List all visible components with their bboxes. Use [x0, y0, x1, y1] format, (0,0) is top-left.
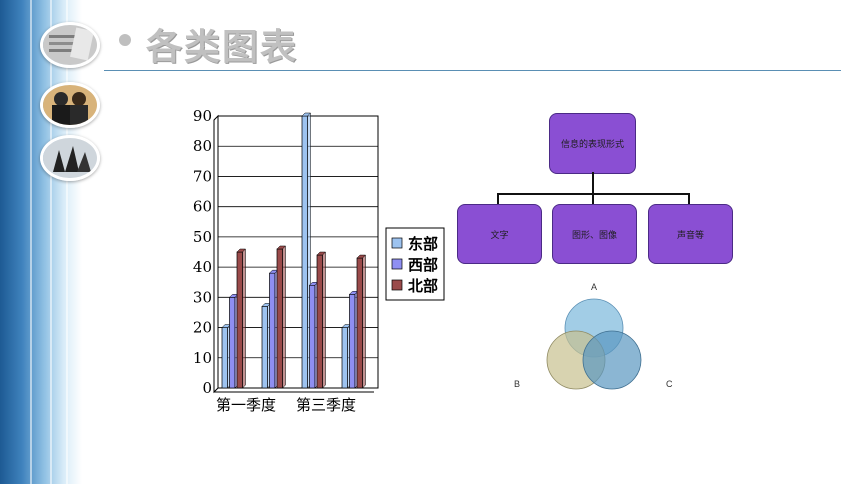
org-connector — [592, 193, 594, 205]
silhouettes-photo-icon — [40, 135, 100, 181]
bar — [349, 293, 356, 389]
bar-top — [301, 112, 312, 117]
legend-label: 西部 — [408, 256, 438, 274]
y-tick-label: 50 — [193, 228, 212, 246]
org-connector — [497, 193, 499, 205]
venn-diagram: A B C — [514, 282, 673, 390]
axis-wall — [213, 114, 219, 394]
band-stripe — [50, 0, 52, 484]
y-tick-label: 70 — [193, 167, 212, 185]
bar-side — [322, 251, 326, 389]
org-child-label: 文字 — [490, 230, 509, 241]
bar — [261, 306, 268, 389]
y-tick-label: 30 — [193, 288, 212, 306]
bar — [236, 251, 243, 389]
venn-label-a: A — [591, 282, 597, 292]
org-child-box-sound: 声音等 — [648, 204, 733, 264]
legend-swatch — [391, 258, 403, 270]
org-root-box: 信息的表现形式 — [549, 113, 636, 174]
venn-label-c: C — [666, 379, 673, 389]
title-bullet-icon — [119, 34, 131, 46]
bar — [356, 257, 363, 389]
bar — [276, 248, 283, 389]
y-tick-label: 20 — [193, 319, 212, 337]
org-connector — [592, 172, 594, 194]
bar-top — [236, 248, 247, 253]
x-tick-label: 第一季度 — [216, 396, 276, 414]
y-tick-label: 0 — [202, 379, 212, 397]
bar-top — [276, 245, 287, 250]
legend-label: 东部 — [408, 235, 438, 253]
y-tick-label: 40 — [193, 258, 212, 276]
legend-swatch — [391, 279, 403, 291]
bar — [269, 272, 276, 389]
org-child-label: 图形、图像 — [571, 230, 617, 241]
bar — [316, 254, 323, 389]
bar — [341, 327, 348, 389]
org-connector — [688, 193, 690, 205]
bar — [229, 296, 236, 389]
bar-side — [362, 254, 366, 389]
x-tick-label: 第三季度 — [296, 396, 356, 414]
bar-top — [316, 251, 327, 256]
bar-top — [356, 254, 367, 259]
y-tick-label: 10 — [193, 349, 212, 367]
legend-label: 北部 — [408, 277, 438, 295]
bar — [309, 284, 316, 389]
business-people-photo-icon — [40, 82, 100, 128]
venn-label-b: B — [514, 379, 520, 389]
org-child-box-graphics: 图形、图像 — [552, 204, 637, 264]
newspaper-photo-icon — [40, 22, 100, 68]
org-child-box-text: 文字 — [457, 204, 542, 264]
org-child-label: 声音等 — [676, 230, 704, 241]
left-decor-band — [0, 0, 82, 484]
bar — [221, 327, 228, 389]
page-title: 各类图表 — [146, 27, 299, 68]
title-divider — [104, 70, 841, 71]
bar — [301, 115, 308, 389]
band-stripe — [66, 0, 68, 484]
bar-side — [242, 248, 246, 389]
bar-side — [282, 245, 286, 389]
y-tick-label: 60 — [193, 198, 212, 216]
y-tick-label: 80 — [193, 137, 212, 155]
venn-circle-c — [582, 330, 642, 390]
legend-swatch — [391, 237, 403, 249]
y-tick-label: 90 — [193, 107, 212, 125]
band-stripe — [30, 0, 32, 484]
org-root-label: 信息的表现形式 — [560, 140, 624, 150]
